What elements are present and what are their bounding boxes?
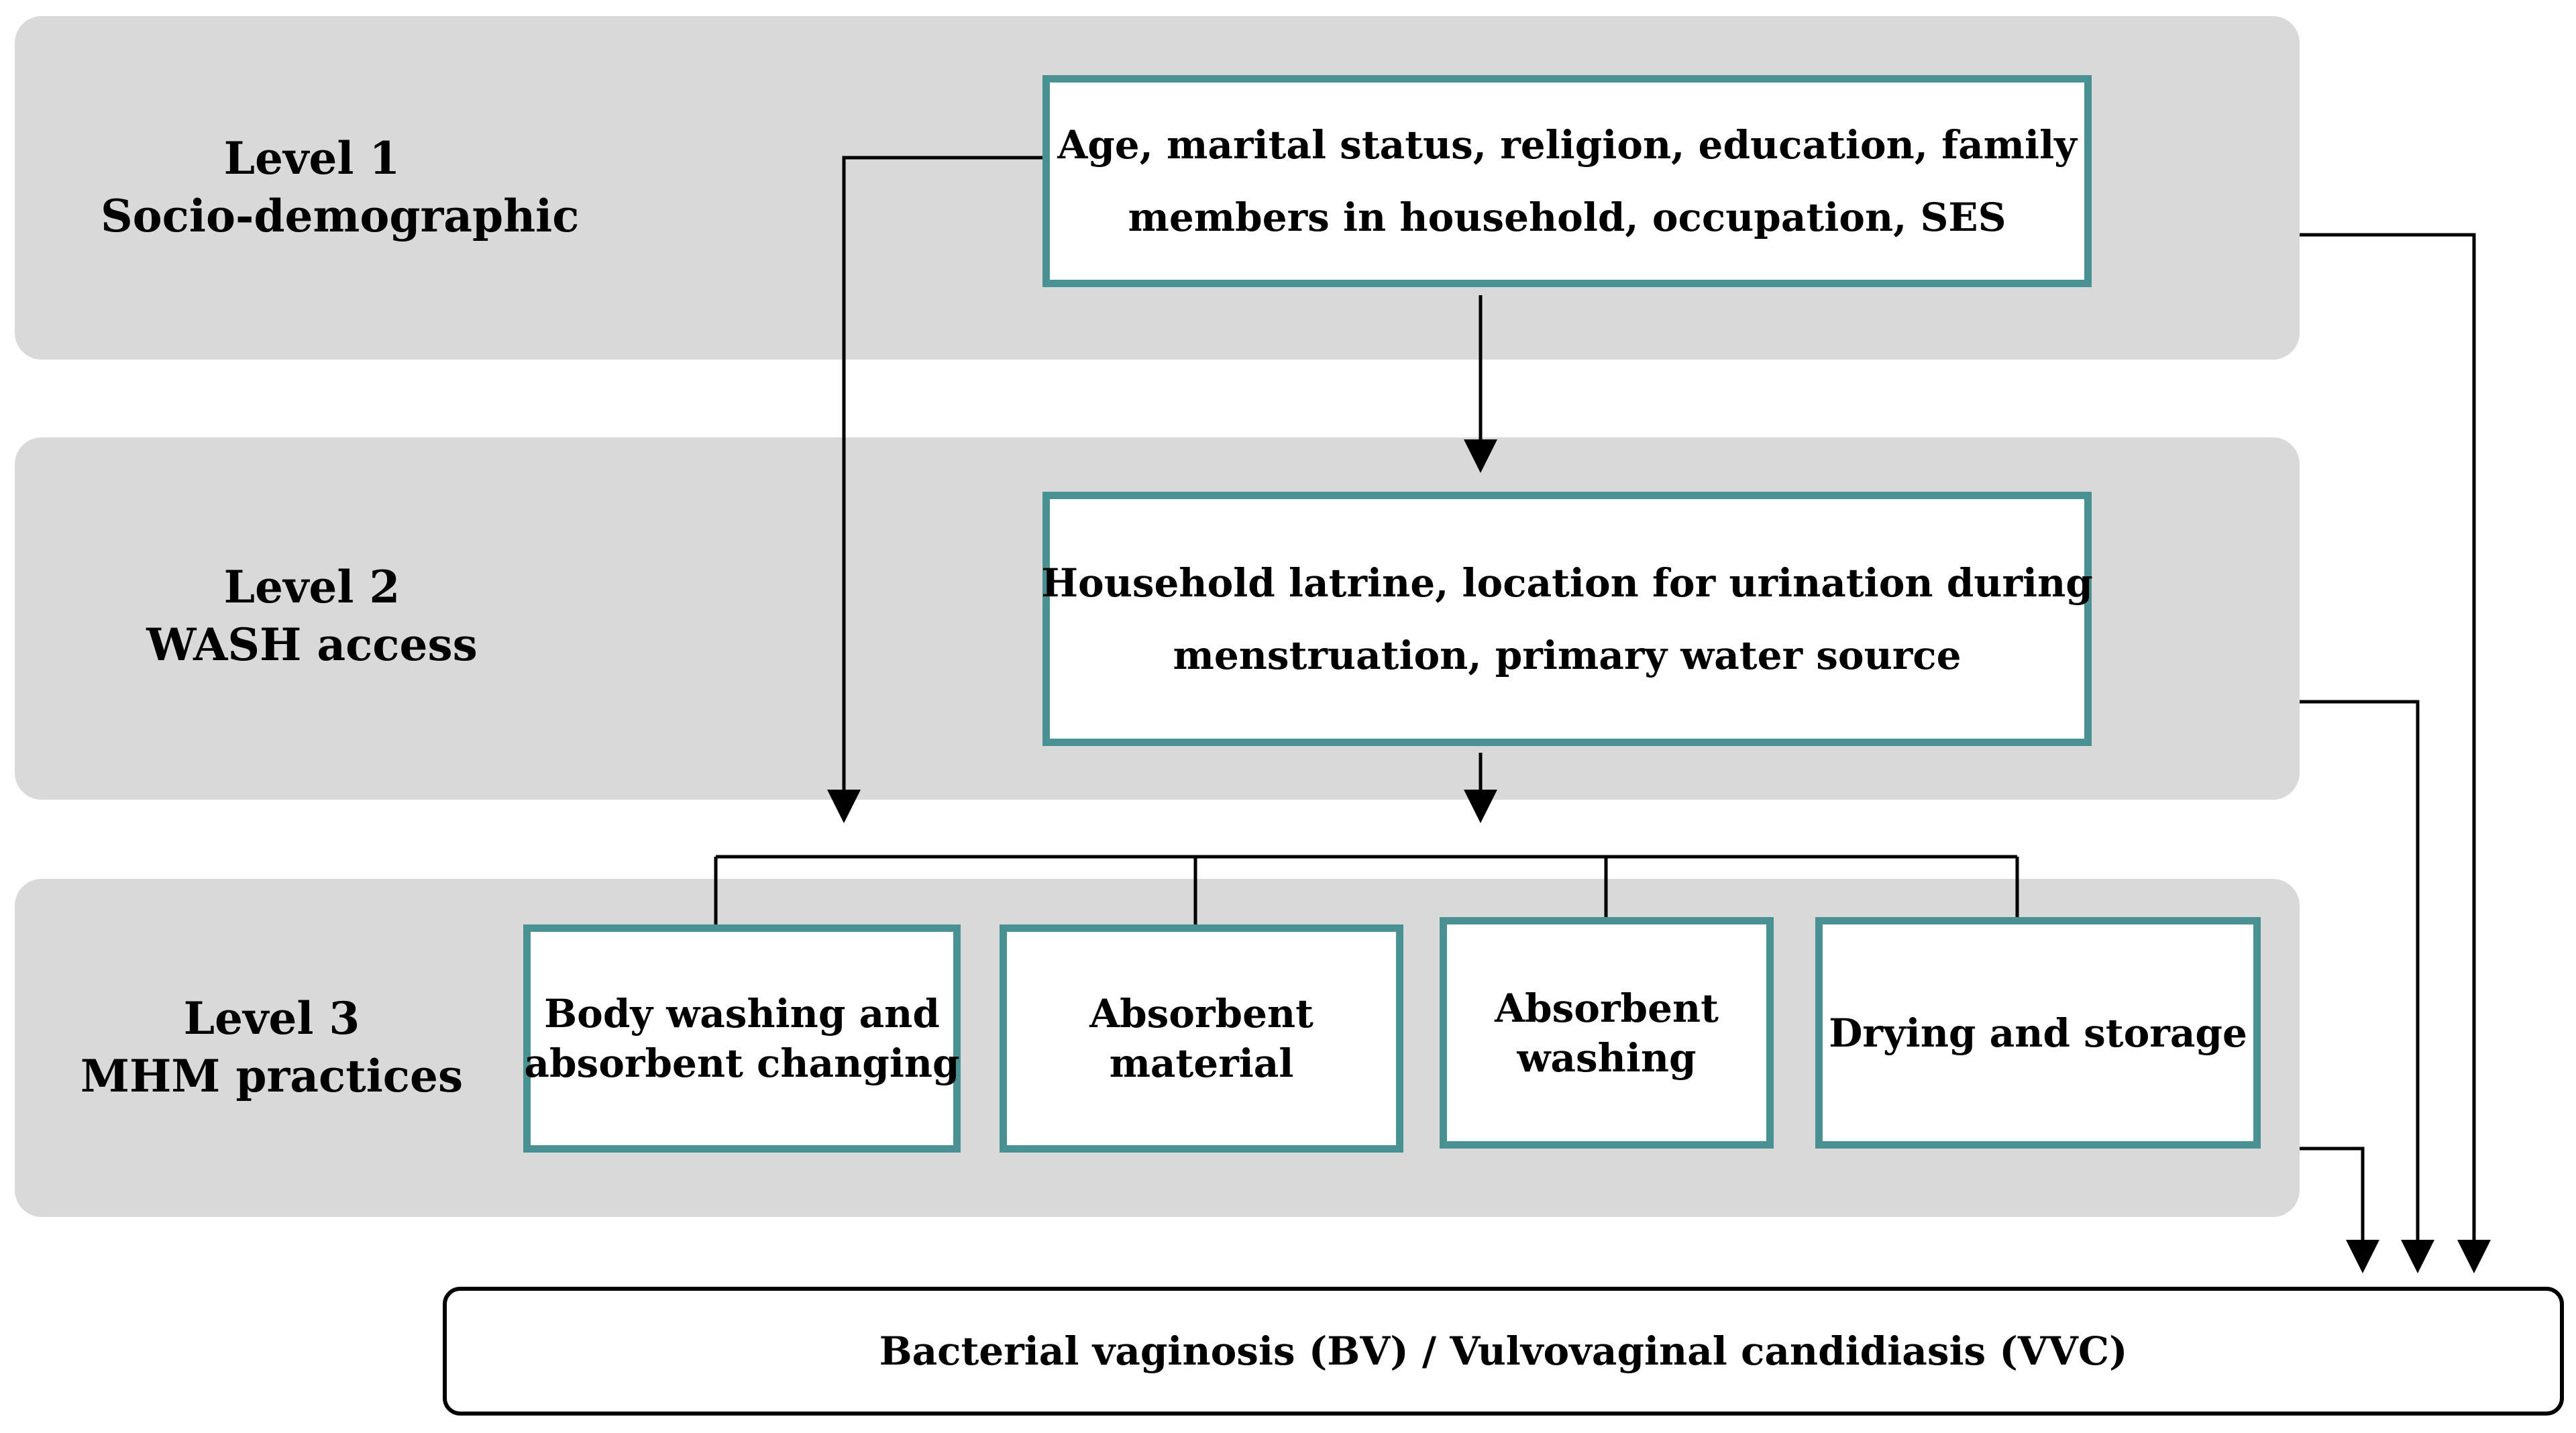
arrow-level2-to-outcome <box>2300 700 2434 1273</box>
mhm-drying-storage-line1: Drying and storage <box>1829 1010 2247 1056</box>
level1-factors-line2: members in household, occupation, SES <box>1128 195 2006 240</box>
mhm-absorbent-washing-line1: Absorbent <box>1495 985 1719 1031</box>
mhm-body-washing-line2: absorbent changing <box>524 1041 960 1086</box>
level2-factors-line2: menstruation, primary water source <box>1173 632 1962 678</box>
level1-subtitle: Socio-demographic <box>101 190 580 242</box>
level2-subtitle: WASH access <box>146 619 478 671</box>
level1-label: Level 1 Socio-demographic <box>101 129 580 245</box>
mhm-body-washing-line1: Body washing and <box>544 991 940 1037</box>
level2-factors-box: Household latrine, location for urinatio… <box>1041 492 2093 746</box>
level3-subtitle: MHM practices <box>80 1050 464 1102</box>
mhm-absorbent-washing-box: Absorbent washing <box>1440 917 1774 1149</box>
mhm-absorbent-washing-line2: washing <box>1517 1034 1697 1081</box>
outcome-label: Bacterial vaginosis (BV) / Vulvovaginal … <box>879 1328 2128 1374</box>
mhm-body-washing-box: Body washing and absorbent changing <box>523 924 961 1153</box>
level2-title: Level 2 <box>223 561 400 613</box>
mhm-absorbent-material-line2: material <box>1109 1041 1294 1086</box>
mhm-absorbent-material-box: Absorbent material <box>1000 924 1403 1153</box>
level1-factors-line1: Age, marital status, religion, education… <box>1057 122 2077 168</box>
outcome-box: Bacterial vaginosis (BV) / Vulvovaginal … <box>443 1287 2564 1416</box>
level2-label: Level 2 WASH access <box>101 558 523 674</box>
level1-title: Level 1 <box>223 132 400 184</box>
mhm-drying-storage-box: Drying and storage <box>1815 917 2261 1149</box>
level3-label: Level 3 MHM practices <box>60 990 483 1105</box>
level1-factors-box: Age, marital status, religion, education… <box>1042 75 2092 287</box>
level2-factors-line1: Household latrine, location for urinatio… <box>1041 560 2093 606</box>
arrow-level3-to-outcome <box>2300 1147 2379 1273</box>
arrow-level1-to-mhm <box>827 156 1047 823</box>
mhm-absorbent-material-line1: Absorbent <box>1089 991 1313 1037</box>
level3-title: Level 3 <box>183 992 360 1045</box>
arrow-level1-to-outcome <box>2300 233 2491 1273</box>
